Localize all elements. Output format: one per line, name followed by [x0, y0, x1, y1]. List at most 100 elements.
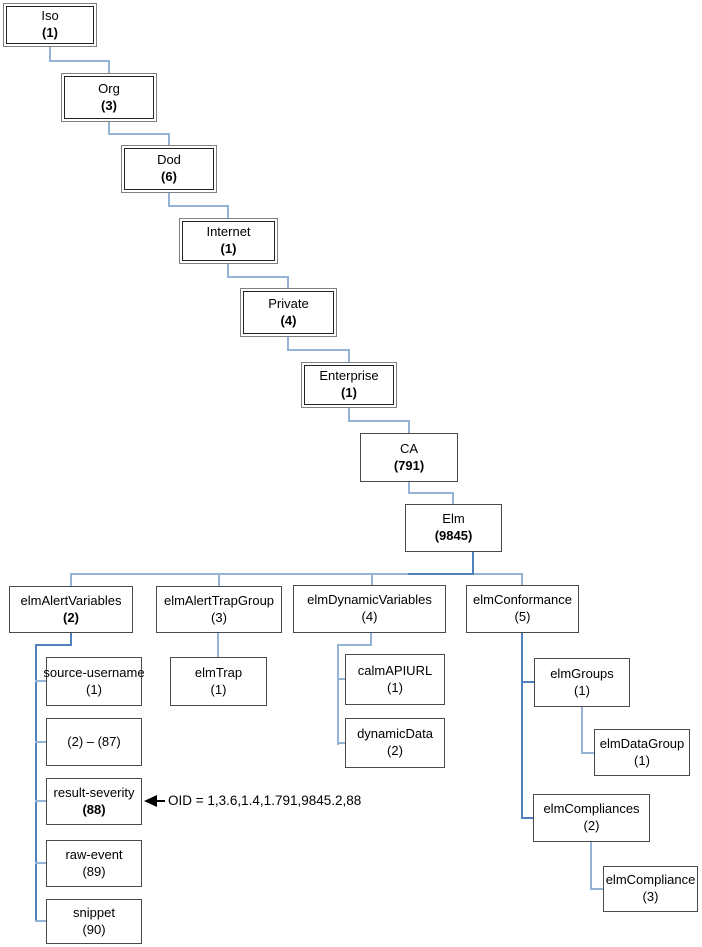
node-count: (6) [161, 169, 177, 184]
node-count: (1) [210, 681, 227, 697]
connector-line [168, 133, 170, 146]
connector-line [287, 349, 350, 351]
node-count: (4) [361, 609, 378, 624]
node-range-2-87: (2) – (87) [46, 718, 142, 766]
connector-line [581, 752, 594, 754]
node-count: (88) [82, 801, 106, 817]
node-elm-data-group: elmDataGroup (1) [594, 729, 690, 776]
connector-line [35, 800, 46, 802]
connector-line [35, 741, 46, 743]
node-calm-apiurl: calmAPIURL (1) [345, 654, 445, 705]
node-label: Internet [206, 224, 251, 240]
connector-line [348, 349, 350, 363]
connector-line [108, 122, 110, 135]
node-count: (2) [387, 743, 403, 758]
node-count: (3) [642, 889, 659, 904]
node-label: elmTrap [194, 664, 243, 680]
node-label: elmDynamicVariables [307, 592, 432, 608]
node-label: elmDataGroup [599, 735, 685, 751]
connector-line [474, 573, 522, 575]
arrow-tail-line [156, 800, 165, 802]
node-count: (2) [63, 609, 79, 625]
node-ca: CA (791) [360, 433, 458, 482]
node-label: elmConformance [473, 592, 572, 608]
node-elm-dynamic-variables: elmDynamicVariables (4) [293, 585, 446, 633]
node-label: result-severity [53, 784, 135, 800]
node-count: (89) [82, 863, 106, 879]
connector-line [590, 888, 603, 890]
connector-line [168, 193, 170, 207]
node-result-severity: result-severity (88) [46, 778, 142, 825]
node-count: (3) [101, 97, 117, 113]
connector-line [218, 573, 220, 587]
connector-line [408, 420, 410, 434]
node-label: snippet [73, 904, 115, 920]
connector-line [49, 47, 51, 62]
connector-line [168, 205, 229, 207]
node-raw-event: raw-event (89) [46, 840, 142, 887]
node-count: (1) [220, 241, 237, 256]
connector-line [581, 707, 583, 753]
connector-line [35, 644, 72, 646]
connector-line [70, 573, 72, 587]
connector-line [521, 681, 534, 683]
node-snippet: snippet (90) [46, 899, 142, 944]
node-elm: Elm (9845) [405, 504, 502, 552]
connector-line [35, 862, 46, 864]
connector-line [590, 842, 592, 889]
node-label: raw-event [65, 846, 123, 862]
node-count: (1) [634, 752, 650, 768]
node-count: (1) [341, 385, 357, 400]
node-label: elmAlertVariables [20, 592, 122, 608]
connector-line [408, 492, 454, 494]
node-count: (1) [574, 682, 590, 698]
node-internet: Internet (1) [179, 218, 278, 264]
node-count: (4) [280, 312, 297, 328]
node-count: (1) [387, 679, 403, 695]
node-elm-alert-trap-group: elmAlertTrapGroup (3) [156, 586, 282, 633]
node-dod: Dod (6) [121, 145, 217, 193]
node-elm-groups: elmGroups (1) [534, 658, 630, 707]
node-label: dynamicData [357, 726, 433, 742]
connector-line [348, 408, 350, 422]
node-count: (791) [393, 457, 425, 473]
node-count: (90) [82, 921, 106, 937]
connector-line [49, 60, 110, 62]
connector-line [70, 633, 72, 646]
node-dynamic-data: dynamicData (2) [345, 718, 445, 768]
node-elm-compliances: elmCompliances (2) [533, 794, 650, 842]
connector-line [287, 276, 289, 289]
node-label: (2) – (87) [67, 733, 121, 749]
node-count: (3) [211, 609, 227, 625]
connector-line [70, 573, 408, 575]
node-count: (1) [86, 681, 102, 697]
connector-line [108, 133, 170, 135]
connector-line [521, 633, 523, 818]
node-label: Dod [157, 152, 181, 168]
node-count: (2) [583, 818, 600, 833]
node-elm-trap: elmTrap (1) [170, 657, 267, 706]
oid-annotation: OID = 1,3.6,1.4,1.791,9845.2,88 [168, 793, 362, 808]
node-label: Enterprise [319, 368, 379, 384]
node-label: Private [268, 295, 309, 311]
node-label: calmAPIURL [357, 662, 433, 678]
connector-line [337, 678, 345, 680]
node-iso: Iso (1) [3, 3, 97, 47]
connector-line [521, 817, 533, 819]
node-label: Elm [442, 511, 465, 527]
connector-line [35, 920, 46, 922]
connector-line [337, 644, 372, 646]
node-label: Org [98, 80, 120, 96]
node-elm-compliance: elmCompliance (3) [603, 866, 698, 912]
node-private: Private (4) [240, 288, 337, 337]
connector-line [35, 680, 46, 682]
node-elm-alert-variables: elmAlertVariables (2) [9, 586, 133, 633]
connector-line [337, 644, 339, 745]
node-elm-conformance: elmConformance (5) [466, 585, 579, 633]
connector-line [408, 573, 474, 575]
connector-line [370, 633, 372, 646]
connector-line [108, 60, 110, 74]
connector-line [348, 420, 410, 422]
node-label: elmCompliances [543, 801, 640, 817]
